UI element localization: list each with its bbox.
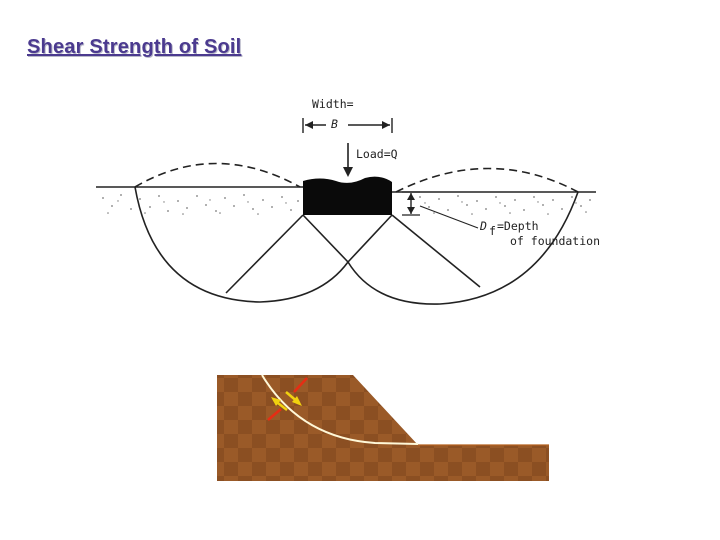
shear-arrow-upper (285, 377, 308, 406)
depth-subscript: f (489, 224, 496, 238)
heave-curve-right (395, 167, 579, 193)
slip-surface-curve (261, 374, 419, 445)
shear-arrow-lower (267, 397, 288, 421)
slide-title: Shear Strength of Soil (27, 36, 242, 58)
depth-arrowhead-top (407, 193, 415, 200)
slope-slip-diagram (217, 374, 549, 481)
bearing-capacity-diagram: Width= B Load=Q D f =Depth of foundation (96, 97, 600, 305)
depth-arrowhead-bottom (407, 207, 415, 214)
load-label: Load=Q (356, 147, 398, 161)
failure-surface-right (347, 191, 579, 305)
soil-stipple-right (419, 195, 591, 215)
depth-symbol: D (479, 219, 487, 233)
depth-label-continued: of foundation (510, 234, 600, 248)
failure-wedge-lines (225, 214, 481, 294)
failure-surface-left (134, 186, 349, 303)
load-arrowhead (343, 167, 353, 177)
soil-stipple-left (102, 194, 299, 215)
width-label: Width= (312, 97, 354, 111)
heave-curve-left (134, 162, 301, 188)
footing-block (303, 176, 392, 215)
slope-soil-mass (217, 375, 549, 481)
width-arrowhead-right (382, 121, 390, 129)
depth-label: =Depth (497, 219, 539, 233)
width-symbol: B (331, 117, 338, 131)
width-arrowhead-left (305, 121, 313, 129)
depth-leader-line (419, 205, 479, 229)
